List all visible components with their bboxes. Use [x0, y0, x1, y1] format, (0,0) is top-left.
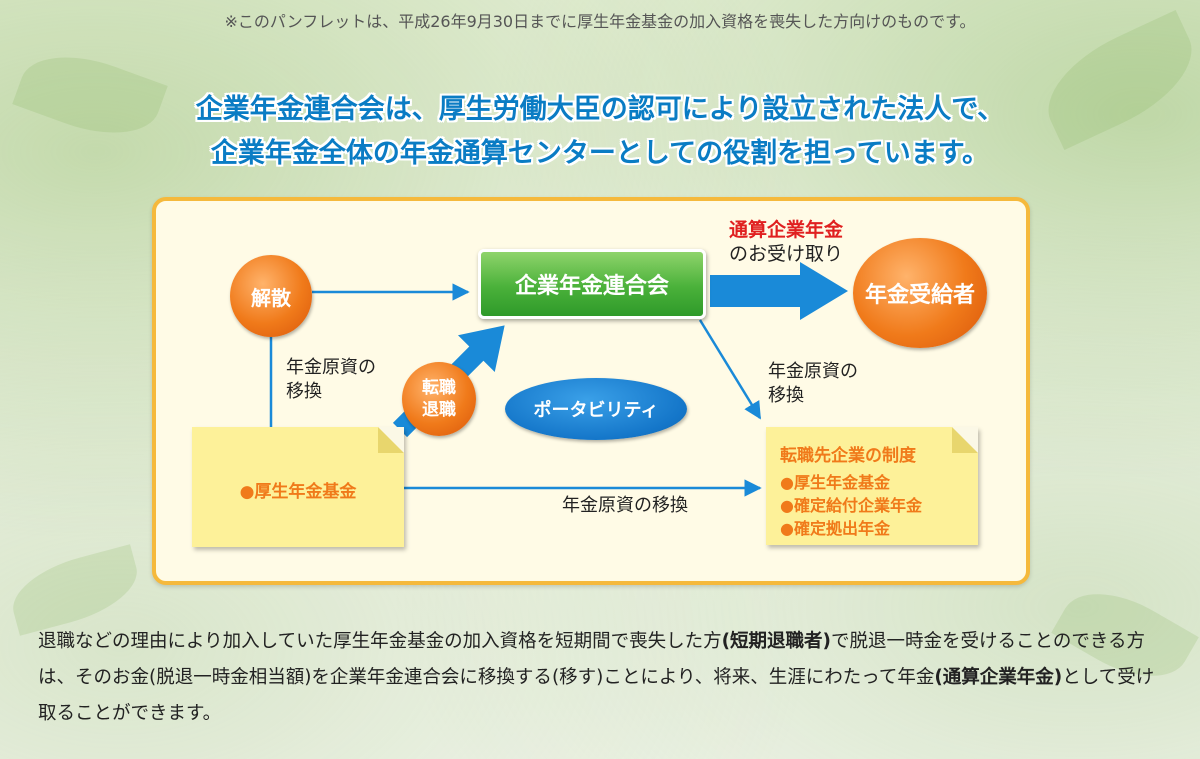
job-change-circle: 転職 退職 [402, 362, 476, 436]
portability-label: ポータビリティ [533, 400, 659, 421]
headline-line-1: 企業年金連合会は、厚生労働大臣の認可により設立された法人で、 [195, 94, 1005, 125]
headline: 企業年金連合会は、厚生労働大臣の認可により設立された法人で、 企業年金全体の年金… [0, 88, 1200, 176]
federation-label: 企業年金連合会 [514, 274, 669, 299]
destination-sticky-note: 転職先企業の制度 ●厚生年金基金 ●確定給付企業年金 ●確定拠出年金 [766, 427, 978, 545]
body-text-3: として受け取ることができます。 [38, 667, 1155, 724]
fund-label: ●厚生年金基金 [239, 482, 357, 502]
big-arrow-to-recipient [710, 262, 848, 320]
tsusan-caption: 通算企業年金 のお受け取り [716, 218, 856, 266]
transfer-right-line-1: 年金原資の [768, 361, 858, 382]
transfer-right-line-2: 移換 [768, 385, 804, 406]
headline-line-2: 企業年金全体の年金通算センターとしての役割を担っています。 [210, 138, 990, 169]
transfer-left-label: 年金原資の 移換 [286, 356, 376, 404]
portability-ellipse: ポータビリティ [505, 378, 687, 440]
arrow-federation-to-destination [698, 319, 762, 420]
destination-item: ●確定給付企業年金 [780, 496, 922, 515]
recipient-circle: 年金受給者 [853, 238, 987, 348]
transfer-left-line-1: 年金原資の [286, 357, 376, 378]
federation-box: 企業年金連合会 [478, 249, 706, 319]
dissolution-label: 解散 [251, 285, 291, 310]
recipient-label: 年金受給者 [864, 283, 975, 308]
top-note: ※このパンフレットは、平成26年9月30日までに厚生年金基金の加入資格を喪失した… [224, 12, 976, 31]
fund-sticky-note: ●厚生年金基金 [192, 427, 404, 547]
transfer-right-label: 年金原資の 移換 [768, 360, 858, 408]
body-text-2: で脱退一時金を受けることのできる方は、そのお金(脱退一時金相当額)を企業年金連合… [38, 631, 1145, 688]
tsusan-sub: のお受け取り [728, 243, 843, 265]
body-paragraph: 退職などの理由により加入していた厚生年金基金の加入資格を短期間で喪失した方(短期… [38, 624, 1168, 732]
body-bold-1: (短期退職者) [721, 631, 832, 652]
transfer-left-line-2: 移換 [286, 381, 322, 402]
dissolution-circle: 解散 [230, 255, 312, 337]
destination-title: 転職先企業の制度 [780, 446, 916, 466]
destination-list: ●厚生年金基金 ●確定給付企業年金 ●確定拠出年金 [780, 471, 922, 540]
body-text-1: 退職などの理由により加入していた厚生年金基金の加入資格を短期間で喪失した方 [38, 631, 722, 652]
job-change-line-1: 転職 [422, 378, 456, 398]
body-bold-2: (通算企業年金) [934, 667, 1063, 688]
job-change-line-2: 退職 [422, 400, 456, 420]
destination-item: ●確定拠出年金 [780, 519, 890, 538]
destination-item: ●厚生年金基金 [780, 473, 890, 492]
transfer-bottom-label: 年金原資の移換 [562, 495, 688, 516]
tsusan-title: 通算企業年金 [728, 219, 843, 241]
